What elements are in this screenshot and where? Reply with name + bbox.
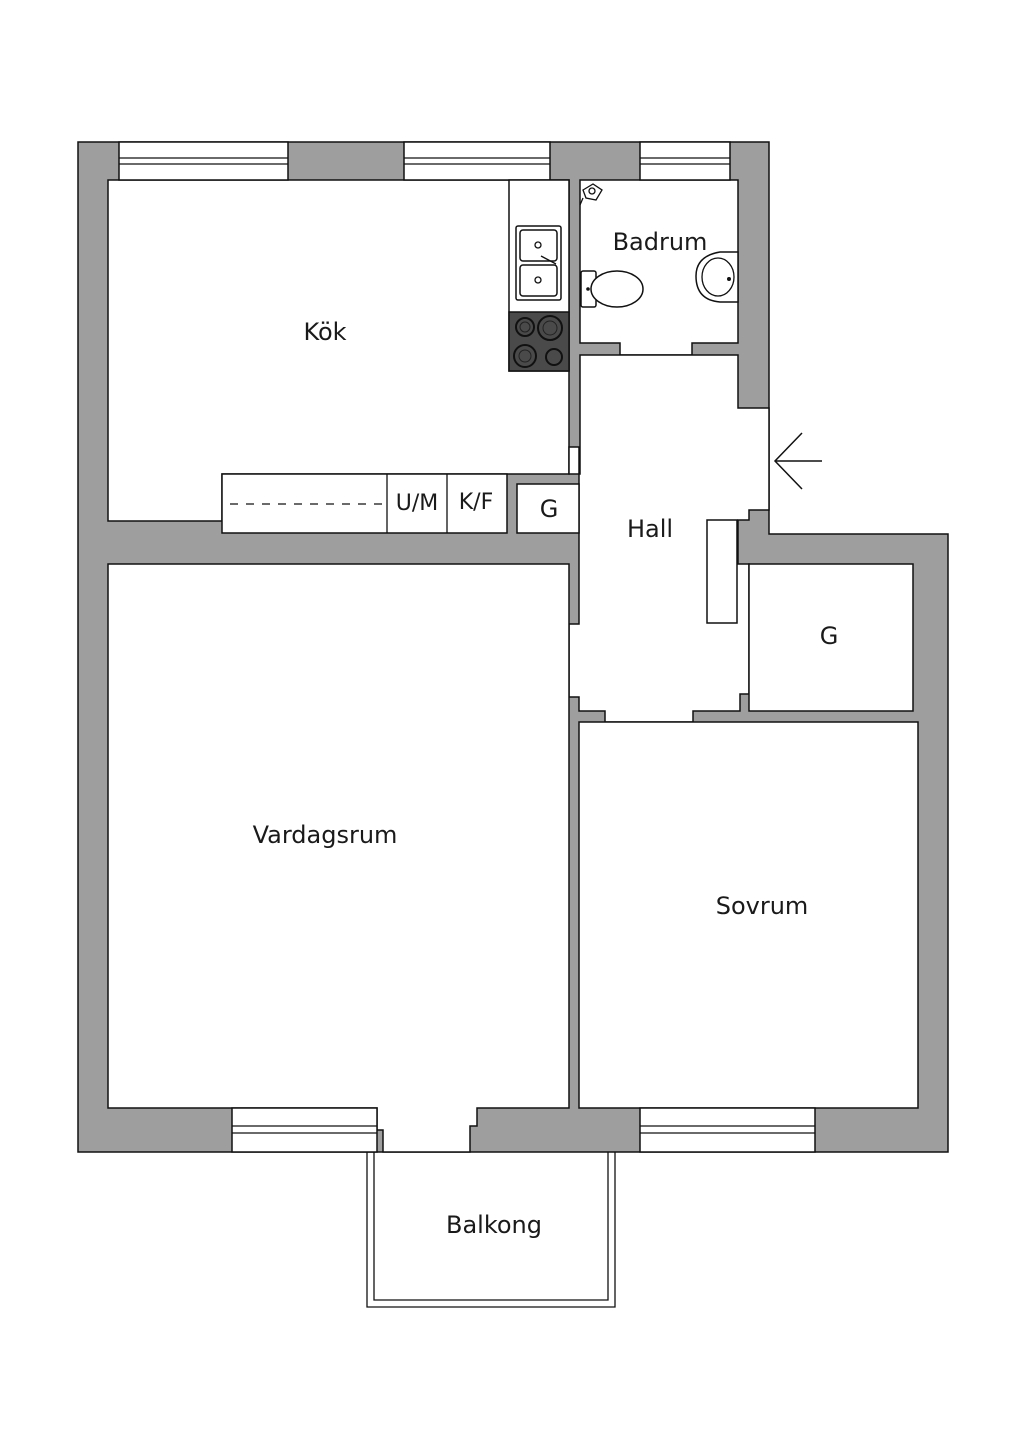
floor-garderob-sovrum	[748, 563, 914, 712]
floor-garderob-hall	[516, 483, 580, 534]
cabinet-um-label: U/M	[396, 491, 439, 516]
kitchen-cabinets: U/M K/F	[221, 473, 508, 534]
floor-sovrum	[578, 721, 919, 1109]
toilet-icon	[580, 270, 644, 308]
window-vardagsrum	[231, 1107, 378, 1153]
windows	[118, 141, 816, 1153]
hall-fixtures	[706, 519, 738, 624]
kitchen-sink-icon	[515, 225, 562, 301]
room-label-balkong: Balkong	[446, 1211, 542, 1239]
kitchen-fixtures: U/M K/F	[221, 179, 570, 534]
room-labels: Kök Badrum Hall G G Vardagsrum Sovrum Ba…	[253, 228, 839, 1239]
room-label-kok: Kök	[303, 318, 346, 346]
balkong	[366, 1152, 616, 1308]
room-label-sovrum: Sovrum	[716, 892, 809, 920]
window-sovrum	[639, 1107, 816, 1153]
window-kok-left	[118, 141, 289, 181]
room-label-vardagsrum: Vardagsrum	[253, 821, 398, 849]
room-label-garderob-sovrum: G	[820, 622, 839, 650]
bathroom-fixtures	[579, 183, 739, 308]
floor-areas	[107, 179, 919, 1153]
window-kok-right	[403, 141, 551, 181]
window-badrum	[639, 141, 731, 181]
room-label-hall: Hall	[627, 515, 673, 543]
room-label-badrum: Badrum	[613, 228, 708, 256]
washbasin-icon	[695, 251, 739, 303]
cabinet-kf-label: K/F	[459, 490, 494, 515]
floor-kok	[107, 179, 570, 522]
shower-icon	[579, 183, 603, 206]
floor-vardagsrum	[107, 563, 570, 1153]
stove-icon	[508, 311, 570, 372]
entrance-arrow-icon	[773, 432, 822, 490]
room-label-garderob-hall: G	[540, 495, 559, 523]
hall-wardrobe	[706, 519, 738, 624]
